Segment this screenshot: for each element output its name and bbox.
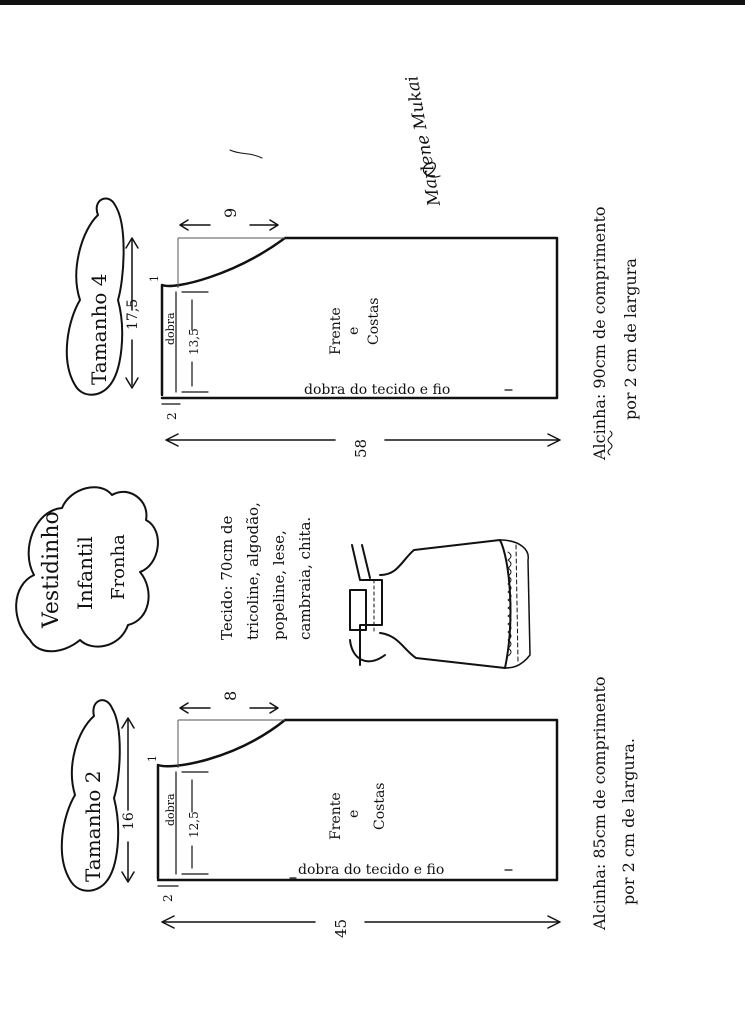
size4-armhole-offset: 1	[148, 275, 161, 282]
fabric-line-1: Tecido: 70cm de	[218, 516, 236, 640]
size4-length: 58	[352, 439, 370, 458]
pattern-size-2: Tamanho 2 16 8 1 dobra 12,5 2 Frente e C…	[60, 691, 561, 938]
size2-length: 45	[332, 919, 350, 938]
bodice-band	[349, 589, 367, 631]
fabric-line-3: popeline, lese,	[270, 530, 288, 640]
strap2-line-2: por 2 cm de largura.	[619, 738, 638, 905]
signature: Marlene Mukai	[229, 74, 445, 209]
size4-label: Tamanho 4	[87, 274, 111, 385]
size4-label-cloud	[65, 197, 125, 396]
size4-grain-note: dobra do tecido e fio	[304, 382, 450, 398]
size2-grain-note: dobra do tecido e fio	[298, 862, 444, 878]
size4-neck-drop: 9	[221, 208, 240, 218]
title-line-1: Vestidinho	[39, 511, 64, 629]
strap-note-size4: Alcinha: 90cm de comprimento por 2 cm de…	[590, 206, 640, 461]
size4-width-top: 17,5	[125, 299, 141, 330]
size2-armhole-offset: 1	[146, 755, 159, 762]
size2-piece-outline	[156, 718, 559, 882]
fabric-line-2: tricoline, algodão,	[244, 502, 262, 640]
size4-piece-name-2: e	[346, 327, 362, 335]
size4-piece-name-3: Costas	[366, 298, 382, 345]
size4-piece-name-1: Frente	[328, 307, 344, 355]
signature-text: Marlene Mukai	[402, 74, 445, 208]
fabric-line-4: cambraia, chita.	[296, 517, 314, 640]
size2-piece-name-2: e	[346, 810, 362, 818]
title-line-3: Fronha	[108, 534, 129, 600]
size2-fold-label: dobra	[164, 793, 177, 826]
size2-label-cloud	[60, 699, 121, 892]
top-border	[0, 0, 745, 5]
dress-illustration	[349, 539, 531, 669]
size4-hem-allowance: 2	[165, 412, 179, 420]
size2-fold-measure: 12,5	[187, 811, 201, 838]
title-cloud: Vestidinho Infantil Fronha	[15, 486, 159, 653]
size4-fold-measure: 13,5	[187, 328, 201, 355]
pattern-size-4: Tamanho 4 17,5 9 1 dobra 13,5 2 Frente e…	[65, 197, 561, 458]
strap4-line-1: Alcinha: 90cm de comprimento	[590, 206, 609, 461]
size2-hem-allowance: 2	[161, 894, 175, 902]
hem-scallops	[507, 551, 512, 657]
size4-piece-outline	[160, 236, 559, 400]
size2-piece-name-3: Costas	[372, 783, 388, 830]
fabric-note: Tecido: 70cm de tricoline, algodão, pope…	[218, 502, 314, 640]
size2-piece-name-1: Frente	[328, 792, 344, 840]
size2-label: Tamanho 2	[81, 771, 105, 882]
size2-width-top: 16	[121, 812, 137, 830]
size4-fold-label: dobra	[164, 312, 177, 345]
title-line-2: Infantil	[73, 536, 97, 610]
strap2-line-1: Alcinha: 85cm de comprimento	[590, 676, 609, 931]
strap-note-size2: Alcinha: 85cm de comprimento por 2 cm de…	[590, 676, 638, 931]
strap4-line-2: por 2 cm de largura	[621, 258, 640, 420]
size2-neck-drop: 8	[221, 691, 240, 701]
